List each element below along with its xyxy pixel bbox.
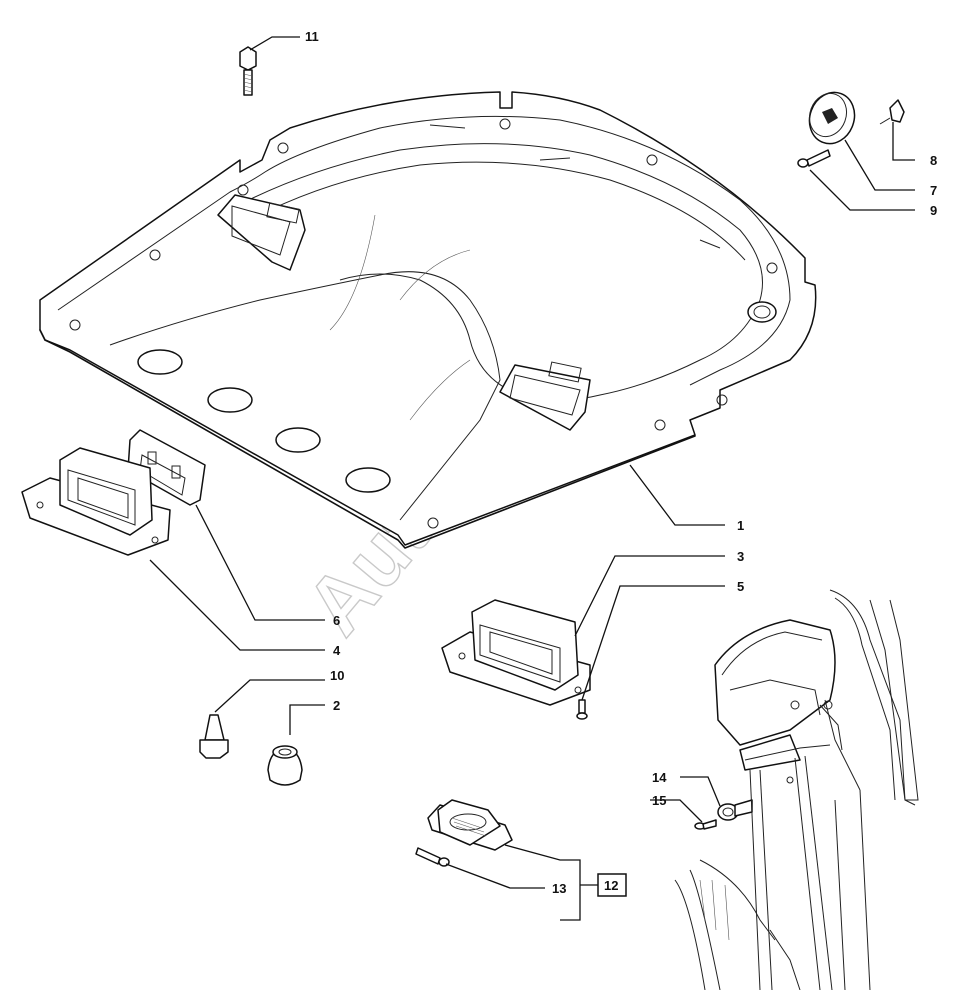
- callout-4: 4: [333, 643, 341, 658]
- connector: [717, 799, 753, 821]
- callout-12-box: [597, 873, 627, 897]
- plug: [199, 714, 229, 759]
- callout-10: 10: [330, 668, 344, 683]
- bulb: [415, 847, 450, 867]
- callout-13: 13: [552, 881, 566, 896]
- callout-11: 11: [305, 29, 319, 44]
- callout-3: 3: [737, 549, 744, 564]
- callout-labels: 1 2 3 4 5 6 7 8 9 10 11 12 13 14 15: [305, 29, 937, 896]
- callout-6: 6: [333, 613, 340, 628]
- callout-12: 12: [604, 878, 618, 893]
- callout-5: 5: [737, 579, 744, 594]
- callout-2: 2: [333, 698, 340, 713]
- connector-screw: [694, 819, 717, 830]
- bolt: [239, 46, 257, 96]
- callout-14: 14: [652, 770, 667, 785]
- clip: [879, 99, 905, 125]
- courtesy-lamp: [427, 799, 513, 851]
- vehicle-pillar-detail: [674, 589, 919, 990]
- headliner-panel: [39, 91, 817, 549]
- grommet: [267, 745, 303, 786]
- callout-8: 8: [930, 153, 937, 168]
- callout-7: 7: [930, 183, 937, 198]
- callout-15: 15: [652, 793, 666, 808]
- callout-9: 9: [930, 203, 937, 218]
- callout-1: 1: [737, 518, 744, 533]
- cover-cap: [808, 91, 856, 145]
- air-vent-housing-right: [441, 599, 591, 706]
- air-vent-housing-left: [21, 447, 171, 556]
- screw-small: [797, 149, 831, 168]
- screw: [576, 699, 588, 720]
- leader-lines: [149, 36, 915, 921]
